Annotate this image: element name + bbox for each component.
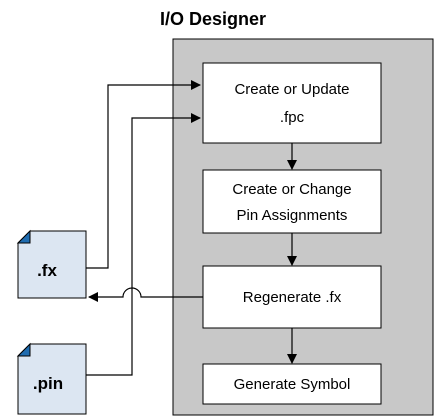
fx-file-icon: .fx bbox=[16, 229, 87, 299]
process-box-label-line: Regenerate .fx bbox=[243, 289, 342, 306]
regenerate-output-connector bbox=[88, 287, 203, 302]
diagram-title: I/O Designer bbox=[160, 9, 266, 29]
pin-input-connector bbox=[86, 113, 201, 376]
process-box-label-line: Create or Update bbox=[234, 81, 349, 98]
process-box-label-line: Pin Assignments bbox=[237, 207, 348, 224]
pin-file-label: .pin bbox=[33, 374, 63, 393]
process-box-create-change: Create or Change Pin Assignments bbox=[202, 169, 382, 234]
process-box-regenerate: Regenerate .fx bbox=[202, 265, 382, 329]
process-box-label-line: .fpc bbox=[280, 109, 305, 126]
fx-input-connector bbox=[86, 80, 201, 269]
process-box-label-line: Generate Symbol bbox=[234, 376, 351, 393]
process-box-create-update: Create or Update .fpc bbox=[202, 62, 382, 144]
process-box-generate-symbol: Generate Symbol bbox=[202, 363, 382, 405]
pin-file-icon: .pin bbox=[16, 342, 87, 415]
fx-file-label: .fx bbox=[37, 261, 57, 280]
process-box-label-line: Create or Change bbox=[232, 181, 351, 198]
